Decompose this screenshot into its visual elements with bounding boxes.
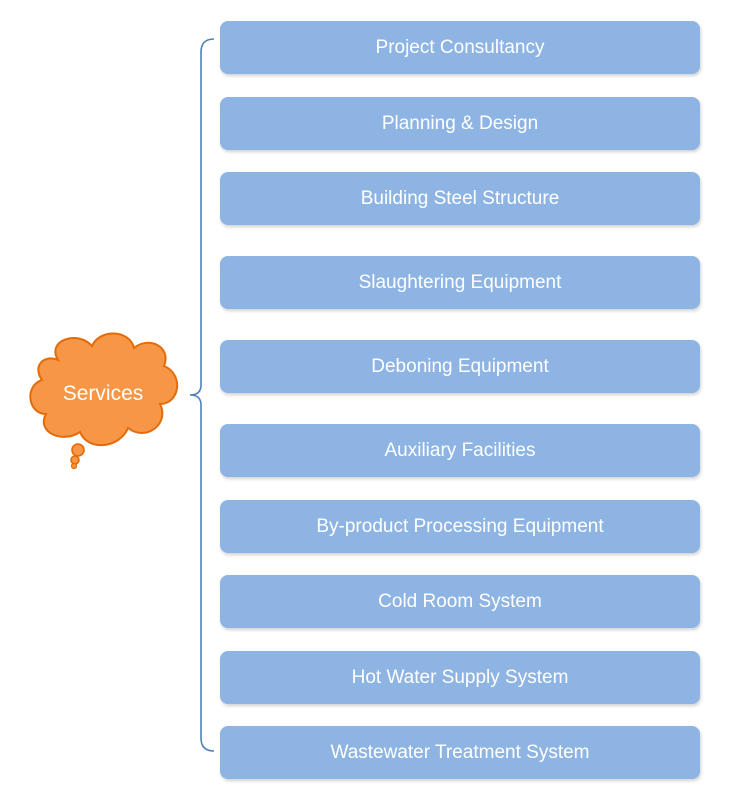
service-box-deboning-equipment: Deboning Equipment (220, 340, 700, 393)
service-label: Deboning Equipment (371, 355, 549, 377)
service-box-project-consultancy: Project Consultancy (220, 21, 700, 74)
service-label: Cold Room System (378, 590, 542, 612)
service-label: By-product Processing Equipment (316, 515, 604, 537)
service-label: Building Steel Structure (360, 187, 560, 209)
service-box-by-product-processing-equipment: By-product Processing Equipment (220, 500, 700, 553)
service-box-slaughtering-equipment: Slaughtering Equipment (220, 256, 700, 309)
service-box-cold-room-system: Cold Room System (220, 575, 700, 628)
service-label: Slaughtering Equipment (358, 271, 562, 293)
service-box-building-steel-structure: Building Steel Structure (220, 172, 700, 225)
service-label: Auxiliary Facilities (384, 439, 536, 461)
service-label: Project Consultancy (375, 36, 545, 58)
service-label: Hot Water Supply System (351, 666, 569, 688)
service-box-hot-water-supply-system: Hot Water Supply System (220, 651, 700, 704)
bracket-connector (189, 38, 215, 752)
service-label: Planning & Design (381, 112, 539, 134)
service-box-auxiliary-facilities: Auxiliary Facilities (220, 424, 700, 477)
service-box-planning-design: Planning & Design (220, 97, 700, 150)
services-cloud (29, 332, 179, 470)
service-box-wastewater-treatment-system: Wastewater Treatment System (220, 726, 700, 779)
services-label: Services (62, 382, 144, 405)
service-label: Wastewater Treatment System (330, 741, 590, 763)
